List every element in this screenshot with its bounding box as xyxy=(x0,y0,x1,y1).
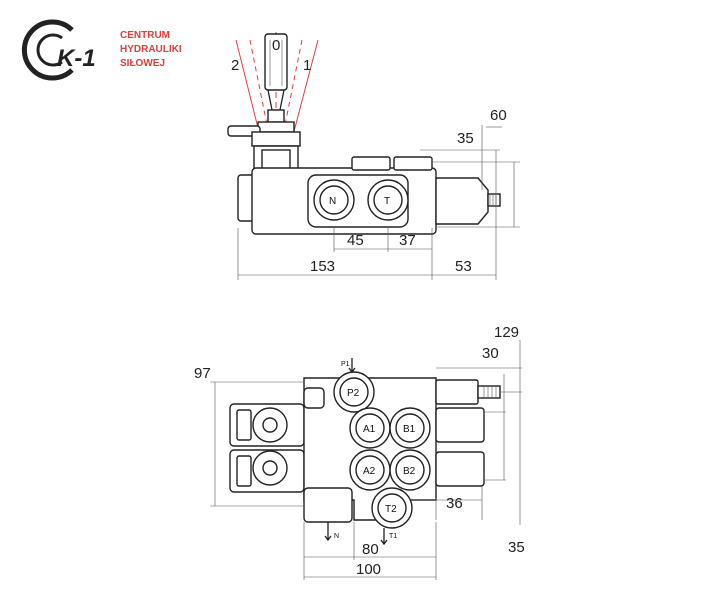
dim-top-right: 129 xyxy=(494,324,519,341)
logo-name-line-3: SIŁOWEJ xyxy=(120,58,165,69)
bottom-view-dimension-lines xyxy=(210,340,522,580)
relief-valve-body xyxy=(435,379,479,405)
actuator-housing xyxy=(435,177,489,225)
lever-label-center: 0 xyxy=(272,37,280,54)
logo-name-line-2: HYDRAULIKI xyxy=(120,44,182,55)
dim-height-outer: 60 xyxy=(490,107,507,124)
port-t2-label: T2 xyxy=(385,504,397,515)
spool-plug-lower xyxy=(252,450,288,486)
port-b1-label: B1 xyxy=(403,424,416,435)
dim-port-spacing: 45 xyxy=(347,232,364,249)
dim-width-outer: 100 xyxy=(356,561,381,578)
port-a1-label: A1 xyxy=(363,424,376,435)
lever-label-right: 1 xyxy=(303,57,311,74)
port-b2-label: B2 xyxy=(403,466,416,477)
spool-plug-upper xyxy=(252,407,288,443)
dim-actuator-length: 53 xyxy=(455,258,472,275)
bottom-view: P2 A1 B1 A2 B2 T2 P1 N xyxy=(194,324,525,580)
dim-height-total: 97 xyxy=(194,365,211,382)
port-p2-label: P2 xyxy=(347,388,360,399)
logo-name-line-1: CENTRUM xyxy=(120,30,170,41)
dim-port-offset: 37 xyxy=(399,232,416,249)
flow-label-p1: P1 xyxy=(341,361,350,368)
valve-top-boss-1 xyxy=(351,156,391,171)
valve-top-boss-2 xyxy=(393,156,433,171)
port-a2: A2 xyxy=(349,449,391,491)
port-n: N xyxy=(313,179,355,221)
flow-arrow-p1 xyxy=(348,358,356,374)
port-t-label: T xyxy=(384,196,390,207)
actuator-stem xyxy=(487,193,501,207)
dim-width-inner: 80 xyxy=(362,541,379,558)
port-a2-label: A2 xyxy=(363,466,376,477)
flow-label-t1: T1 xyxy=(389,533,397,540)
port-n-label: N xyxy=(329,196,336,207)
dim-body-length: 153 xyxy=(310,258,335,275)
top-view-dimension-lines xyxy=(237,125,520,280)
company-logo: K-1 CENTRUM HYDRAULIKI SIŁOWEJ xyxy=(21,19,182,81)
dim-bottom-right: 35 xyxy=(508,539,525,556)
actuator-upper xyxy=(435,407,485,443)
logo-ring xyxy=(21,19,74,81)
port-b1: B1 xyxy=(389,407,431,449)
dim-side: 36 xyxy=(446,495,463,512)
logo-mark: K-1 xyxy=(57,45,96,72)
top-view: 2 0 1 N T xyxy=(227,32,520,280)
relief-valve-thread xyxy=(483,386,497,398)
lever-label-left: 2 xyxy=(231,57,239,74)
dim-top-right-inner: 30 xyxy=(482,345,499,362)
flow-arrow-t1 xyxy=(380,528,388,546)
port-b2: B2 xyxy=(389,449,431,491)
port-p2: P2 xyxy=(333,371,375,413)
flow-label-n: N xyxy=(334,533,339,540)
port-t2: T2 xyxy=(371,487,413,529)
flow-arrow-n xyxy=(324,522,332,542)
port-t: T xyxy=(367,179,409,221)
relief-valve-stem xyxy=(477,385,501,399)
dim-height-inner: 35 xyxy=(457,130,474,147)
logo-inner-ring xyxy=(36,33,63,67)
actuator-lower xyxy=(435,451,485,487)
port-a1: A1 xyxy=(349,407,391,449)
